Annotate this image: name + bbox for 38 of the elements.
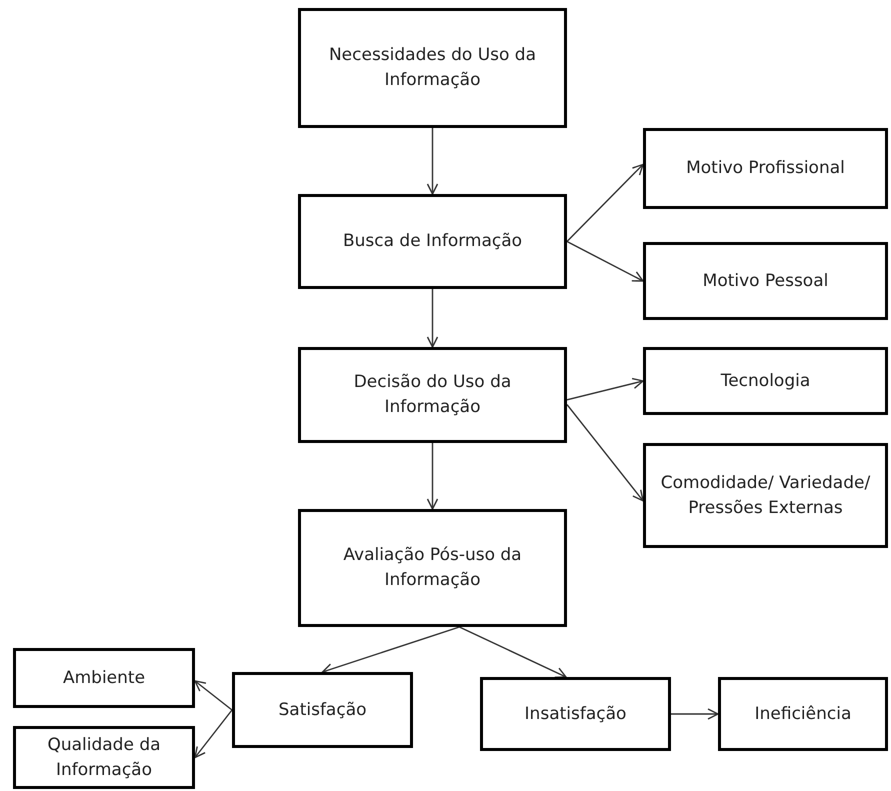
- arrow: [671, 708, 719, 720]
- process-box: [718, 677, 888, 751]
- process-box: [298, 8, 567, 128]
- box-label: Comodidade/ Variedade/ Pressões Externas: [660, 472, 872, 520]
- box-label: Ineficiência: [754, 702, 852, 726]
- arrow: [566, 378, 644, 400]
- box-label: Necessidades do Uso da Informação: [328, 44, 538, 92]
- arrow: [194, 710, 233, 758]
- arrow: [426, 128, 438, 195]
- process-box: [298, 194, 567, 289]
- process-box: [298, 509, 567, 627]
- box-label: Decisão do Uso da Informação: [352, 371, 512, 419]
- process-box: [480, 677, 671, 751]
- process-box: [643, 443, 888, 548]
- process-box: [643, 242, 888, 320]
- arrow: [322, 626, 460, 674]
- process-box: [643, 347, 888, 415]
- box-label: Qualidade da Informação: [46, 734, 162, 782]
- process-box: [298, 347, 567, 443]
- arrow: [566, 404, 644, 502]
- box-label: Satisfação: [278, 698, 367, 722]
- process-box: [643, 128, 888, 209]
- arrow: [566, 240, 644, 282]
- arrow: [426, 443, 438, 510]
- box-label: Busca de Informação: [342, 230, 522, 254]
- box-label: Insatisfação: [524, 702, 626, 726]
- arrow: [566, 164, 644, 242]
- box-label: Motivo Profissional: [686, 157, 845, 180]
- box-label: Avaliação Pós-uso da Informação: [342, 544, 523, 592]
- arrow: [426, 289, 438, 348]
- box-label: Ambiente: [62, 666, 146, 690]
- arrow: [459, 626, 567, 678]
- box-label: Motivo Pessoal: [702, 270, 828, 293]
- box-label: Tecnologia: [720, 370, 810, 393]
- process-box: [13, 726, 195, 789]
- arrow: [194, 680, 232, 711]
- process-box: [13, 648, 195, 708]
- process-box: [232, 672, 413, 748]
